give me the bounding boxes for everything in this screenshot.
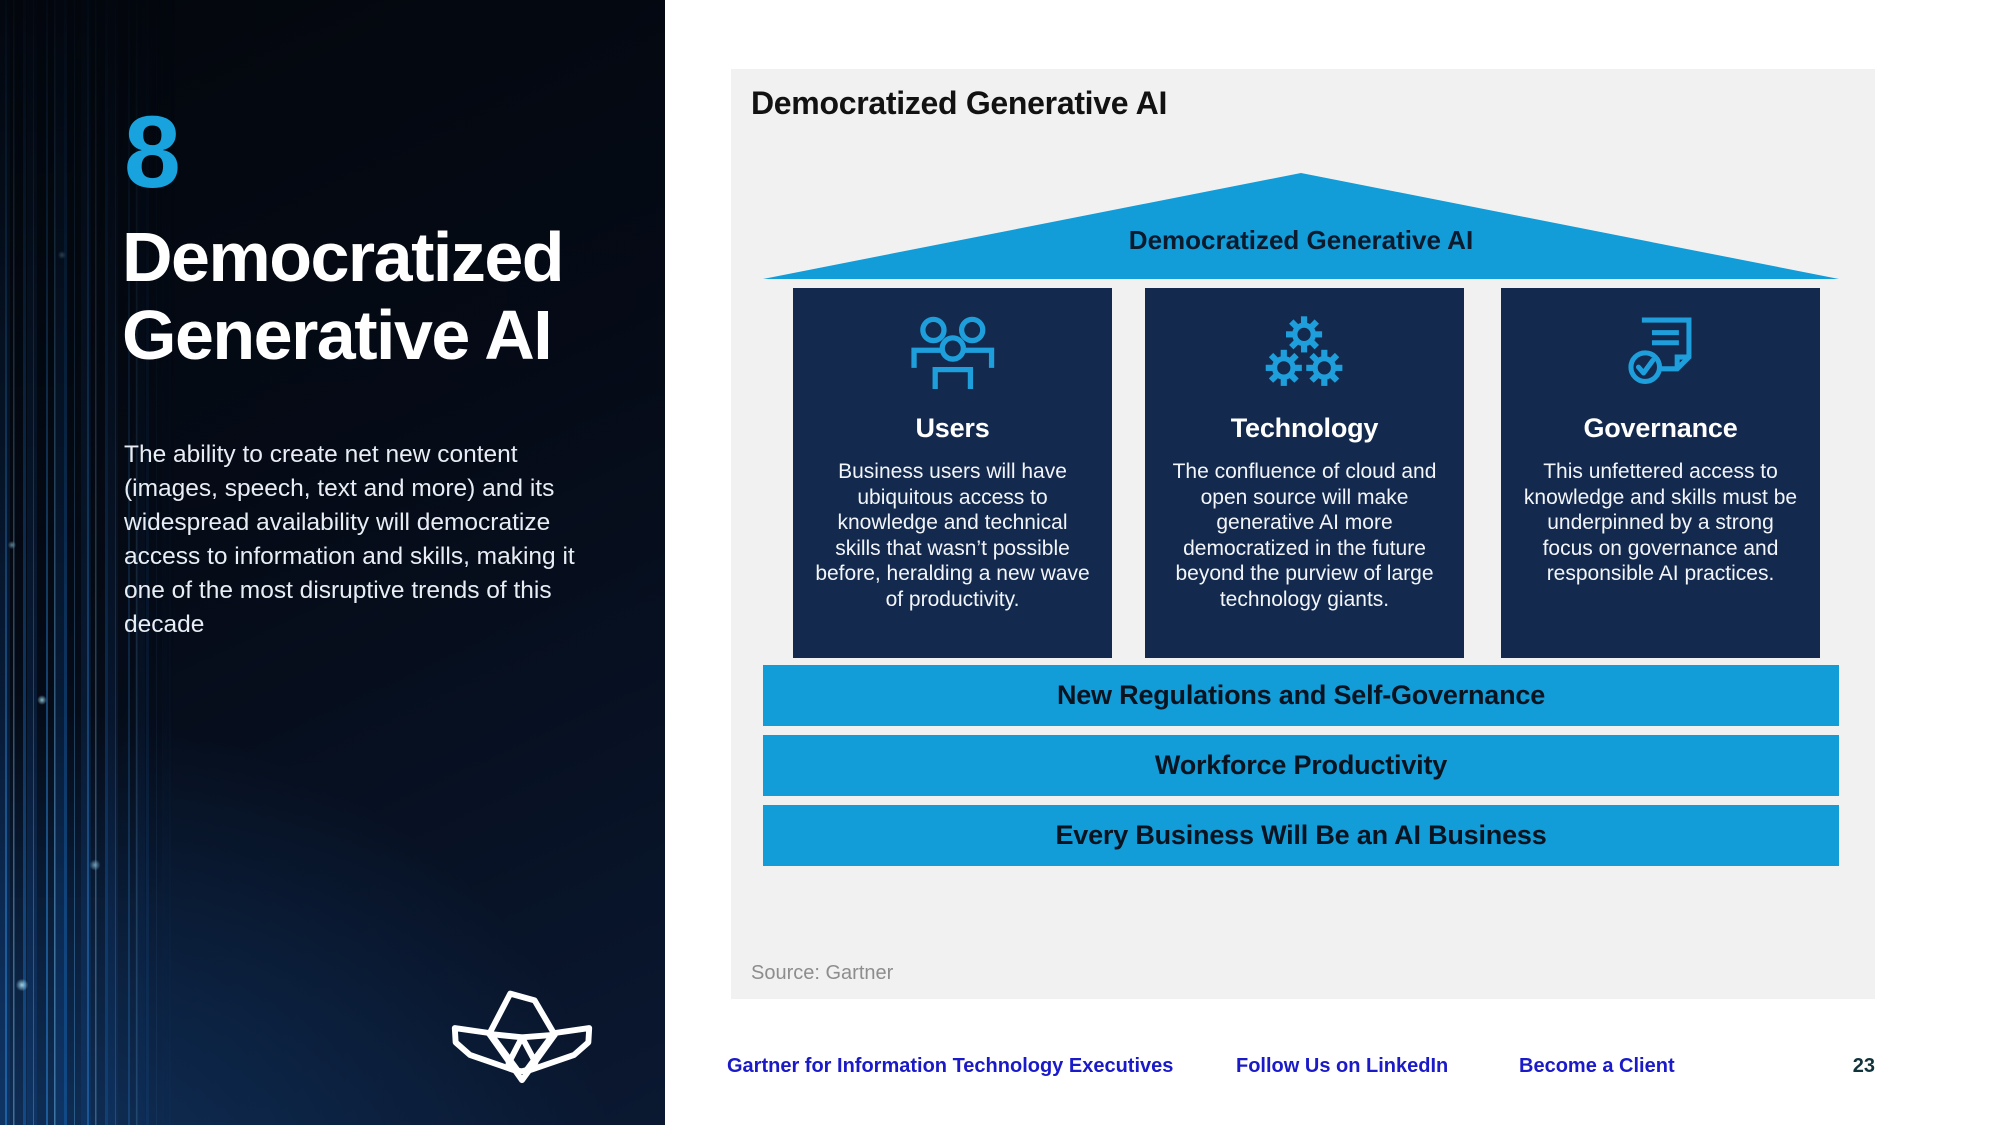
- pillar-body: This unfettered access to knowledge and …: [1523, 460, 1798, 585]
- diagram-panel: Democratized Generative AI Democratized …: [731, 69, 1875, 999]
- source-note: Source: Gartner: [751, 962, 894, 984]
- foundation-bar-productivity: Workforce Productivity: [763, 735, 1839, 796]
- pillar-governance: Governance This unfettered access to kno…: [1501, 288, 1820, 658]
- gears-icon: [1145, 315, 1464, 389]
- page-number: 23: [1852, 1055, 1875, 1077]
- roof-shape: Democratized Generative AI: [763, 173, 1839, 279]
- document-check-icon: [1501, 315, 1820, 389]
- trend-description: The ability to create net new content (i…: [124, 441, 575, 638]
- pillar-heading: Technology: [1230, 413, 1379, 443]
- pillar-body: The confluence of cloud and open source …: [1172, 460, 1437, 611]
- roof-triangle: [763, 173, 1839, 279]
- pillar-technology: Technology The confluence of cloud and o…: [1145, 288, 1464, 658]
- pillar-heading: Governance: [1583, 413, 1738, 443]
- footer-link-become-client[interactable]: Become a Client: [1519, 1055, 1675, 1077]
- foundation-bar-regulations: New Regulations and Self-Governance: [763, 665, 1839, 726]
- footer-link-follow-linkedin[interactable]: Follow Us on LinkedIn: [1236, 1055, 1449, 1077]
- diagram-title: Democratized Generative AI: [751, 85, 1168, 121]
- pillar-body: Business users will have ubiquitous acce…: [815, 460, 1090, 611]
- footer-link-gartner-it-executives[interactable]: Gartner for Information Technology Execu…: [727, 1055, 1174, 1077]
- trend-title: Democratized Generative AI: [122, 218, 565, 374]
- gartner-emblem-icon: [451, 990, 593, 1084]
- sidebar: 8 Democratized Generative AI The ability…: [0, 0, 665, 1125]
- pillar-users: Users Business users will have ubiquitou…: [793, 288, 1112, 658]
- foundation-bar-ai-business: Every Business Will Be an AI Business: [763, 805, 1839, 866]
- pillar-heading: Users: [915, 413, 990, 443]
- roof-label: Democratized Generative AI: [1128, 225, 1474, 255]
- users-icon: [793, 315, 1112, 389]
- digital-streaks-texture: [0, 0, 178, 1125]
- trend-number: 8: [124, 95, 181, 209]
